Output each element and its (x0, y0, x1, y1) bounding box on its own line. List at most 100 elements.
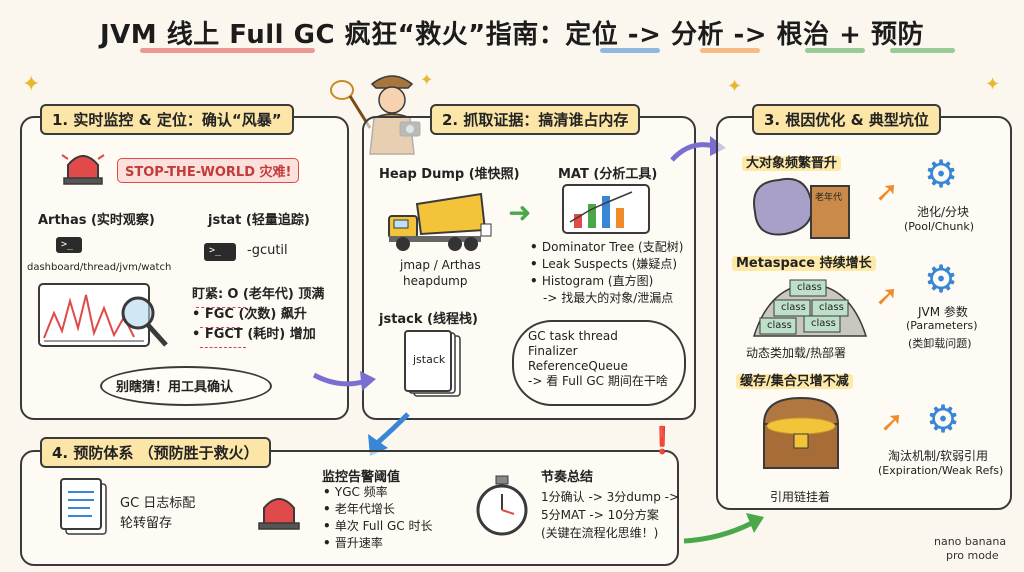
alert-item: YGC 频率 (323, 485, 433, 500)
pitfall-fix: (类卸载问题) (908, 337, 972, 350)
gear-icon: ⚙ (924, 257, 959, 301)
star-icon: ✦ (727, 76, 743, 97)
section3-header: 3. 根因优化 & 典型坑位 (752, 104, 941, 135)
flow-arrow (312, 371, 376, 391)
watch-item: FGC (次数) 飙升 (204, 307, 307, 322)
rhythm-title: 节奏总结 (541, 470, 594, 485)
class-pile-icon (752, 279, 868, 337)
class-box: class (767, 320, 792, 331)
pitfall-title: 大对象频繁晋升 (742, 152, 842, 171)
class-box: class (819, 302, 844, 313)
terminal-icon: >_ (56, 237, 82, 253)
arthas-label: Arthas (实时观察) (38, 213, 155, 228)
pitfall-title: Metaspace 持续增长 (732, 252, 876, 271)
pitfall-fix: (Pool/Chunk) (904, 220, 975, 233)
star-icon: ✦ (22, 72, 41, 97)
jstack-label: jstack (线程栈) (379, 312, 478, 327)
gear-icon: ⚙ (926, 397, 961, 441)
gc-log-text: 轮转留存 (120, 516, 173, 531)
thread-line: Finalizer (528, 344, 578, 358)
pitfall-fix: (Parameters) (906, 319, 978, 332)
mat-note: -> 找最大的对象/泄漏点 (543, 291, 674, 305)
pitfall-caption: 引用链挂着 (770, 490, 831, 504)
stopwatch-icon (476, 475, 528, 536)
title-underline-green-2 (890, 48, 955, 53)
old-gen-label: 老年代 (815, 193, 843, 203)
heap-tool: heapdump (403, 274, 468, 288)
gc-log-text: GC 日志标配 (120, 496, 196, 511)
pitfall-fix: (Expiration/Weak Refs) (878, 464, 1004, 477)
watch-item: FGCT (耗时) 增加 (204, 327, 316, 342)
mat-label: MAT (分析工具) (558, 167, 658, 182)
rhythm-line: (关键在流程化思维！) (541, 526, 659, 540)
jstat-command: -gcutil (247, 243, 288, 258)
alert-title: 监控告警阈值 (322, 470, 401, 485)
siren-icon (258, 498, 300, 530)
title-underline-blue (600, 48, 660, 53)
thread-line: GC task thread (528, 329, 618, 343)
jstack-file-text: jstack (413, 353, 446, 366)
mat-feature: Histogram (直方图) (530, 274, 683, 289)
advice-text: 别瞎猜！用工具确认 (116, 380, 234, 395)
treasure-chest-icon (762, 396, 840, 469)
watermark-line: pro mode (946, 549, 999, 562)
arrow-right-icon: ➚ (875, 279, 899, 312)
watch-item: O (老年代) 顶满 (227, 287, 325, 302)
mat-feature: Dominator Tree (支配树) (530, 240, 684, 255)
title-underline-green (805, 48, 865, 53)
pitfall-fix: 池化/分块 (917, 205, 970, 219)
title-underline-orange (700, 48, 760, 53)
star-icon: ✦ (985, 74, 1001, 95)
alert-item: 老年代增长 (323, 502, 433, 517)
jstat-label: jstat (轻量追踪) (208, 213, 310, 228)
class-box: class (811, 318, 836, 329)
underline (200, 347, 246, 348)
class-box: class (797, 282, 822, 293)
thread-line: -> 看 Full GC 期间在干啥 (528, 374, 668, 388)
arrow-right-icon: ➚ (875, 175, 899, 208)
page-title: JVM 线上 Full GC 疯狂“救火”指南：定位 -> 分析 -> 根治 +… (99, 20, 925, 50)
rhythm-line: 5分MAT -> 10分方案 (541, 508, 659, 522)
gear-icon: ⚙ (924, 152, 959, 196)
stw-warning: STOP-THE-WORLD 灾难! (117, 158, 300, 183)
big-object-icon (753, 178, 850, 239)
pitfall-title: 缓存/集合只增不减 (736, 370, 853, 389)
rhythm-line: 1分确认 -> 3分dump -> (541, 490, 680, 504)
arrow-right-icon: ➚ (880, 405, 904, 438)
exclaim-icon: ❗ (646, 426, 679, 456)
underline (200, 327, 240, 328)
mat-feature: Leak Suspects (嫌疑点) (530, 257, 683, 272)
section2-header: 2. 抓取证据：搞清谁占内存 (430, 104, 641, 135)
pitfall-caption: 动态类加载/热部署 (746, 346, 847, 360)
thread-bubble (512, 320, 686, 406)
dump-truck-icon (388, 192, 492, 251)
watch-label: 盯紧: (192, 287, 224, 302)
pitfall-fix: 淘汰机制/软弱引用 (888, 449, 989, 463)
section1-header: 1. 实时监控 & 定位：确认“风暴” (40, 104, 294, 135)
alert-list: YGC 频率 老年代增长 单次 Full GC 时长 晋升速率 (323, 485, 433, 553)
siren-icon (61, 154, 105, 185)
advice-bubble (100, 366, 272, 406)
flow-arrow (683, 513, 764, 544)
watermark-line: nano banana (934, 535, 1007, 548)
heap-dump-label: Heap Dump (堆快照) (379, 167, 520, 182)
pitfall-fix: JVM 参数 (918, 305, 968, 319)
terminal-icon: >_ (204, 243, 236, 261)
title-underline-red (140, 48, 315, 53)
jstack-file-icon (404, 330, 461, 397)
star-icon: ✦ (420, 70, 434, 89)
class-box: class (781, 302, 806, 313)
mat-chart-icon (562, 184, 650, 234)
arthas-command: dashboard/thread/jvm/watch (27, 262, 172, 273)
thread-line: ReferenceQueue (528, 359, 628, 373)
alert-item: 单次 Full GC 时长 (323, 519, 433, 534)
gc-log-file-icon (60, 478, 107, 535)
gc-chart-icon (38, 283, 168, 347)
alert-item: 晋升速率 (323, 536, 433, 551)
mat-feature-list: Dominator Tree (支配树) Leak Suspects (嫌疑点)… (530, 240, 684, 291)
watch-list: 盯紧: O (老年代) 顶满 • FGC (次数) 飙升 • FGCT (耗时)… (192, 287, 325, 342)
underline (196, 307, 246, 308)
thread-bubble-text: GC task thread Finalizer ReferenceQueue … (528, 329, 668, 389)
arrow-right-icon: ➜ (508, 196, 532, 229)
section4-header: 4. 预防体系 （预防胜于救火） (40, 437, 271, 468)
